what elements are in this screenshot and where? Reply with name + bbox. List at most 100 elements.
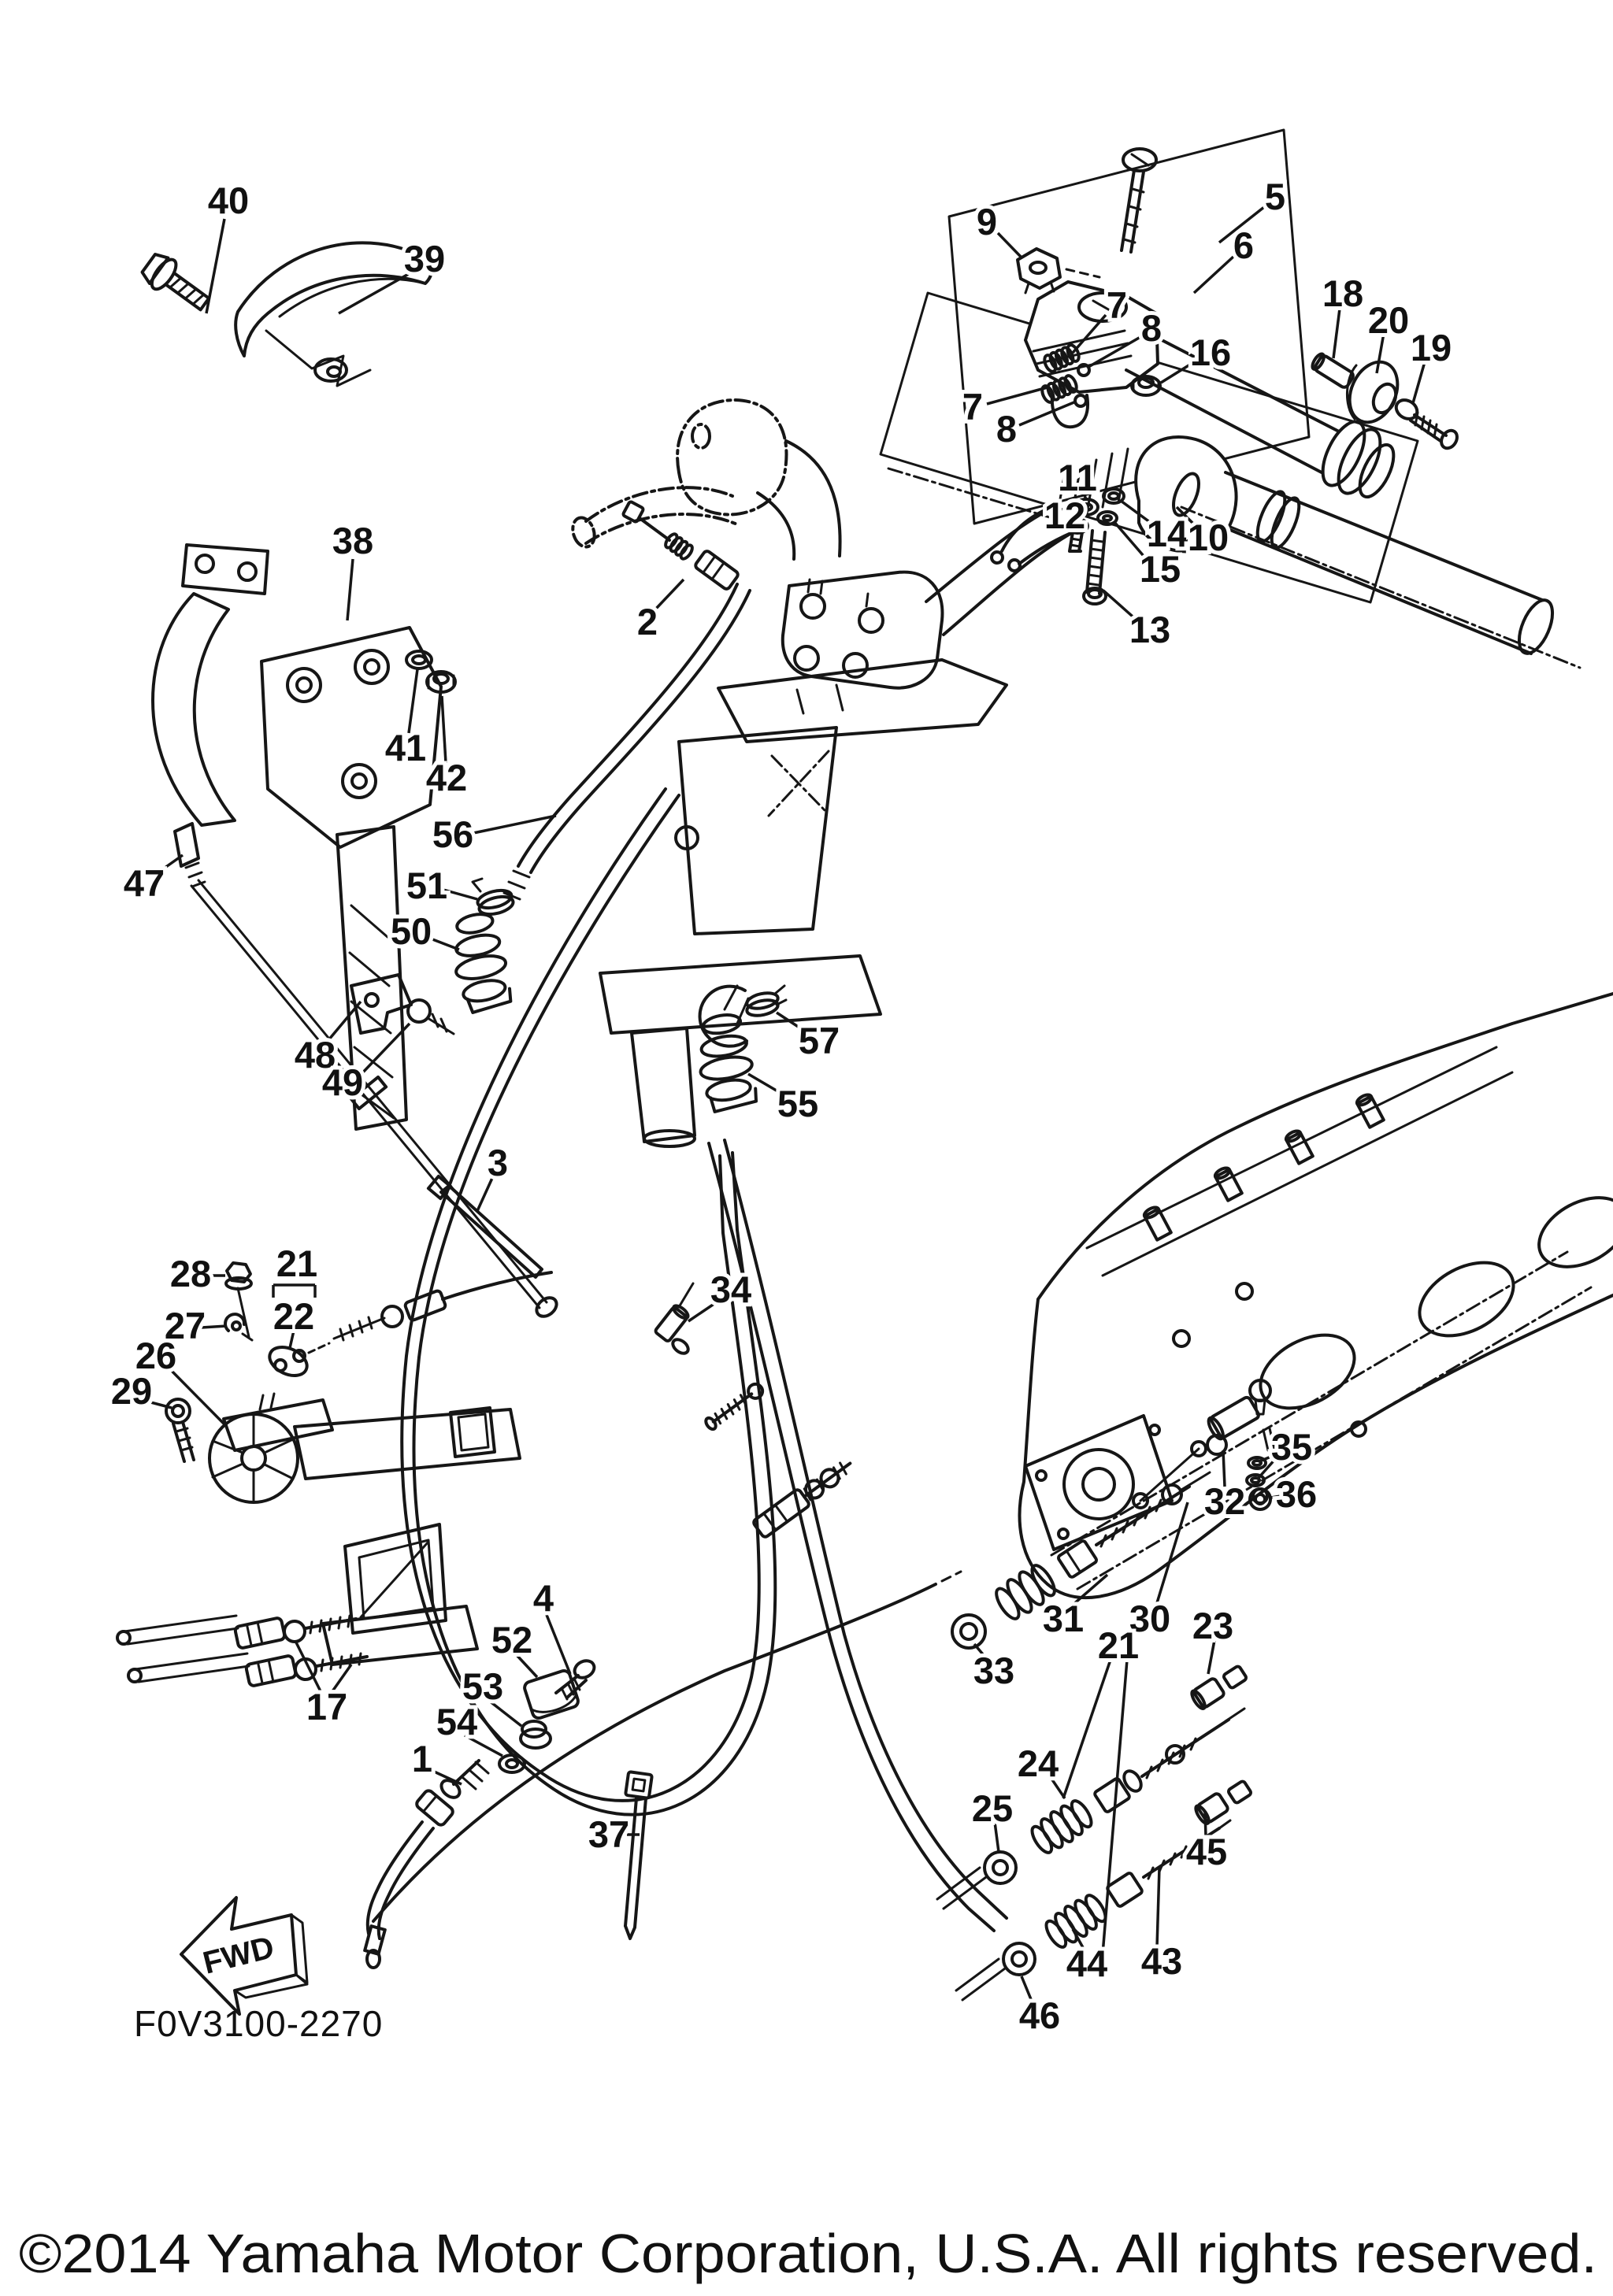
callout-5[interactable]: 5 — [1261, 172, 1289, 221]
cable-tie-37 — [624, 1770, 654, 1940]
leader-lines — [144, 206, 1427, 2004]
leader-line-20 — [1375, 332, 1385, 374]
callout-10[interactable]: 10 — [1184, 513, 1233, 562]
cable-assy-43 — [955, 1779, 1252, 2002]
leader-line-45 — [1203, 1810, 1207, 1838]
bolt-40 — [140, 253, 211, 312]
pin-18 — [1311, 352, 1355, 389]
callout-32[interactable]: 32 — [1200, 1476, 1249, 1526]
callout-11[interactable]: 11 — [1054, 453, 1101, 502]
cable-end-1 — [363, 1759, 490, 1969]
leader-line-36 — [1270, 1494, 1281, 1499]
callout-51[interactable]: 51 — [402, 861, 451, 910]
callout-15[interactable]: 15 — [1136, 544, 1185, 594]
callout-48[interactable]: 48 — [291, 1030, 339, 1079]
callout-17[interactable]: 17 — [302, 1682, 351, 1731]
callout-18[interactable]: 18 — [1318, 268, 1367, 318]
leader-line-11 — [1081, 489, 1088, 500]
callout-14[interactable]: 14 — [1143, 509, 1192, 558]
leader-line-42 — [440, 695, 447, 764]
callout-43[interactable]: 43 — [1137, 1936, 1186, 1986]
boot-50 — [454, 913, 513, 1014]
callout-7[interactable]: 7 — [1103, 280, 1131, 330]
callout-30[interactable]: 30 — [1125, 1594, 1174, 1643]
leader-line-17 — [331, 1663, 353, 1693]
callout-52[interactable]: 52 — [488, 1615, 536, 1665]
callout-54[interactable]: 54 — [432, 1697, 481, 1746]
boot-55 — [699, 984, 788, 1113]
callout-34[interactable]: 34 — [706, 1265, 755, 1314]
leader-line-12 — [1070, 520, 1077, 526]
callout-37[interactable]: 37 — [584, 1809, 633, 1859]
callout-49[interactable]: 49 — [318, 1057, 367, 1107]
callout-21[interactable]: 21 — [273, 1239, 321, 1288]
callout-26[interactable]: 26 — [132, 1331, 180, 1380]
fasteners-11-15 — [1066, 487, 1125, 605]
leader-line-16 — [1160, 359, 1197, 384]
callout-28[interactable]: 28 — [166, 1249, 215, 1298]
callout-1[interactable]: 1 — [408, 1734, 436, 1783]
callout-41[interactable]: 41 — [381, 723, 430, 772]
callout-21[interactable]: 21 — [1094, 1620, 1143, 1670]
callout-25[interactable]: 25 — [968, 1783, 1017, 1833]
callout-47[interactable]: 47 — [120, 858, 169, 908]
callout-50[interactable]: 50 — [387, 906, 436, 956]
leader-line-38 — [346, 558, 354, 621]
leader-line-14 — [1119, 499, 1158, 528]
callout-57[interactable]: 57 — [795, 1016, 844, 1065]
callout-8[interactable]: 8 — [992, 404, 1021, 454]
screw-19 — [1394, 398, 1459, 450]
callout-7[interactable]: 7 — [959, 382, 987, 431]
callout-39[interactable]: 39 — [400, 234, 449, 283]
callout-13[interactable]: 13 — [1125, 605, 1174, 654]
leader-line-41 — [407, 668, 419, 734]
leader-line-35 — [1256, 1456, 1278, 1480]
callout-6[interactable]: 6 — [1229, 220, 1258, 270]
leader-line-52 — [515, 1653, 539, 1679]
callout-44[interactable]: 44 — [1062, 1939, 1111, 1988]
panel-frames — [879, 128, 1419, 604]
callout-33[interactable]: 33 — [970, 1646, 1018, 1695]
leader-line-7 — [986, 386, 1048, 406]
leader-line-51 — [443, 888, 478, 901]
leader-line-49 — [358, 1022, 411, 1078]
callout-16[interactable]: 16 — [1186, 328, 1235, 377]
fwd-arrow-label: FWD — [199, 1930, 277, 1981]
leader-line-10 — [1175, 505, 1200, 530]
leader-line-40 — [205, 218, 226, 314]
callout-29[interactable]: 29 — [107, 1366, 156, 1416]
callout-56[interactable]: 56 — [428, 809, 477, 859]
copyright-text: ©2014 Yamaha Motor Corporation, U.S.A. A… — [19, 2223, 1597, 2284]
callout-9[interactable]: 9 — [973, 197, 1001, 246]
callout-24[interactable]: 24 — [1014, 1739, 1062, 1788]
callout-27[interactable]: 27 — [161, 1301, 210, 1350]
callout-12[interactable]: 12 — [1040, 491, 1089, 540]
callout-3[interactable]: 3 — [484, 1138, 512, 1187]
callout-36[interactable]: 36 — [1272, 1469, 1321, 1519]
leader-line-6 — [1192, 255, 1235, 294]
callout-8[interactable]: 8 — [1137, 303, 1166, 353]
cable-rod-47 — [173, 822, 558, 1318]
callout-53[interactable]: 53 — [458, 1661, 507, 1711]
callout-31[interactable]: 31 — [1039, 1594, 1088, 1643]
leader-line-34 — [688, 1298, 721, 1323]
callout-22[interactable]: 22 — [269, 1291, 318, 1341]
callout-55[interactable]: 55 — [773, 1079, 822, 1128]
callout-46[interactable]: 46 — [1015, 1990, 1064, 2040]
callout-38[interactable]: 38 — [328, 516, 377, 565]
leader-line-29 — [144, 1399, 172, 1409]
callout-40[interactable]: 40 — [204, 176, 253, 225]
diagram-line-art — [116, 128, 1613, 2016]
callout-42[interactable]: 42 — [422, 753, 471, 802]
callout-4[interactable]: 4 — [529, 1573, 558, 1623]
callout-45[interactable]: 45 — [1182, 1827, 1231, 1876]
callout-20[interactable]: 20 — [1364, 295, 1413, 345]
steering-cable-56 — [454, 583, 751, 1014]
callout-19[interactable]: 19 — [1407, 323, 1455, 372]
leader-line-8 — [1018, 400, 1077, 427]
callout-2[interactable]: 2 — [633, 597, 662, 646]
callout-35[interactable]: 35 — [1267, 1422, 1316, 1472]
callout-23[interactable]: 23 — [1188, 1601, 1237, 1650]
leader-line-53 — [488, 1699, 523, 1728]
